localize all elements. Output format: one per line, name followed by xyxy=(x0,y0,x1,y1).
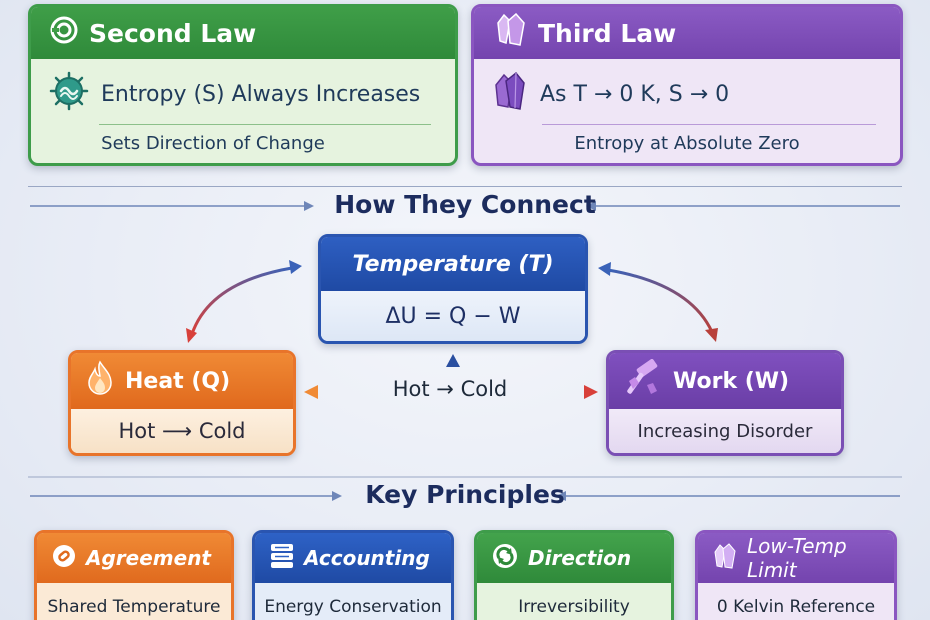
divider-line xyxy=(28,186,902,187)
second-law-rule xyxy=(99,124,431,125)
principle-title: Low-Temp Limit xyxy=(747,534,847,582)
third-law-header: Third Law xyxy=(474,7,900,59)
principle-header: Agreement xyxy=(37,533,231,583)
entropy-swirl-icon xyxy=(49,71,89,117)
arrow-up-marker xyxy=(446,354,460,367)
flame-icon xyxy=(85,360,115,402)
principle-header: Low-Temp Limit xyxy=(698,533,894,583)
flow-label: Hot → Cold xyxy=(392,377,508,401)
second-law-statement-row: Entropy (S) Always Increases xyxy=(49,71,420,117)
principle-title: Accounting xyxy=(304,546,430,570)
third-law-card: Third Law As T → 0 K, S → 0 Entropy at A… xyxy=(471,4,903,166)
recycle-icon xyxy=(491,542,519,575)
crystal-icon xyxy=(712,542,738,575)
second-law-header: Second Law xyxy=(31,7,455,59)
hammer-icon xyxy=(623,358,663,403)
temperature-card: Temperature (T) ΔU = Q − W xyxy=(318,234,588,344)
third-law-title: Third Law xyxy=(538,18,677,48)
work-header: Work (W) xyxy=(609,353,841,409)
principle-subtitle: Irreversibility xyxy=(477,583,671,620)
arrow-heat-flow xyxy=(304,385,386,399)
connect-section-title: How They Connect xyxy=(334,190,596,219)
connect-divider xyxy=(28,186,902,216)
principle-card-direction: Direction Irreversibility xyxy=(474,530,674,620)
third-law-rule xyxy=(542,124,876,125)
principle-card-agreement: Agreement Shared Temperature xyxy=(34,530,234,620)
principle-title: Direction xyxy=(528,546,632,570)
principle-subtitle: Energy Conservation xyxy=(255,583,451,620)
ledger-icon xyxy=(269,542,295,575)
third-law-statement-row: As T → 0 K, S → 0 xyxy=(492,71,729,117)
temperature-equation: ΔU = Q − W xyxy=(321,291,585,341)
work-title: Work (W) xyxy=(673,368,790,394)
principle-header: Direction xyxy=(477,533,671,583)
principle-card-accounting: Accounting Energy Conservation xyxy=(252,530,454,620)
principle-header: Accounting xyxy=(255,533,451,583)
cycle-icon xyxy=(49,15,79,51)
principle-subtitle: Shared Temperature xyxy=(37,583,231,620)
heat-header: Heat (Q) xyxy=(71,353,293,409)
temperature-header: Temperature (T) xyxy=(321,237,585,291)
principles-section-title: Key Principles xyxy=(365,480,565,509)
arrow-heat-temperature xyxy=(186,260,302,343)
crystal-icon xyxy=(492,12,528,53)
heat-card: Heat (Q) Hot ⟶ Cold xyxy=(68,350,296,456)
arrow-work-flow xyxy=(520,385,598,399)
second-law-title: Second Law xyxy=(89,18,257,48)
third-law-subtitle: Entropy at Absolute Zero xyxy=(574,133,800,154)
principle-subtitle: 0 Kelvin Reference xyxy=(698,583,894,620)
principle-card-low-temp-limit: Low-Temp Limit 0 Kelvin Reference xyxy=(695,530,897,620)
second-law-statement: Entropy (S) Always Increases xyxy=(101,81,421,107)
heat-subtitle: Hot ⟶ Cold xyxy=(71,409,293,453)
second-law-subtitle: Sets Direction of Change xyxy=(101,133,325,154)
crystal-icon xyxy=(492,71,528,117)
work-subtitle: Increasing Disorder xyxy=(609,409,841,453)
second-law-card: Second Law Entropy (S) Always Increases … xyxy=(28,4,458,166)
heat-title: Heat (Q) xyxy=(125,368,231,394)
third-law-statement: As T → 0 K, S → 0 xyxy=(540,81,730,107)
work-card: Work (W) Increasing Disorder xyxy=(606,350,844,456)
arrow-temperature-work xyxy=(598,262,718,342)
principle-title: Agreement xyxy=(86,546,211,570)
link-icon xyxy=(51,543,77,574)
temperature-title: Temperature (T) xyxy=(352,251,554,277)
